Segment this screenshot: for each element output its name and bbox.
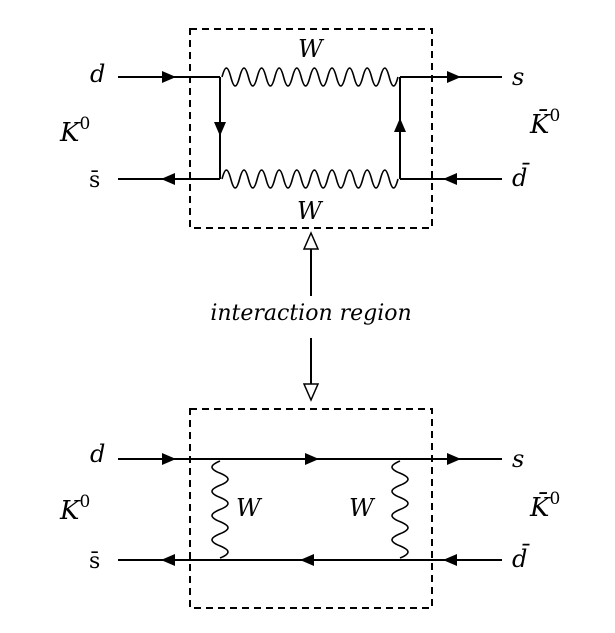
top-box-diagram: d s̄ s d̄ K0 K̄0 W W <box>59 28 560 229</box>
top-s-label: s <box>512 63 524 91</box>
bottom-w-boson-left <box>211 460 229 559</box>
bottom-mid-top-arrow <box>305 453 319 465</box>
bottom-mid-lower-arrow <box>300 554 314 566</box>
bottom-in-meson-label: K0 <box>59 492 90 526</box>
top-d-label: d <box>90 60 105 88</box>
top-right-up-arrow <box>394 118 406 132</box>
caption-arrow-up-head <box>302 231 320 250</box>
bottom-dbar-label: d̄ <box>512 544 530 573</box>
top-interaction-region-box <box>189 28 433 229</box>
top-w-lower-label: W <box>297 197 324 225</box>
bottom-s-label: s <box>512 445 524 473</box>
top-w-boson-upper <box>221 67 399 87</box>
caption-arrow-down-head <box>302 383 320 402</box>
top-s-arrow <box>447 71 461 83</box>
bottom-sbar-arrow <box>161 554 175 566</box>
top-dbar-label: d̄ <box>512 163 530 192</box>
top-d-arrow <box>162 71 176 83</box>
bottom-d-arrow <box>162 453 176 465</box>
bottom-dbar-arrow <box>443 554 457 566</box>
top-w-upper-label: W <box>298 35 325 63</box>
top-w-boson-lower <box>221 169 399 189</box>
bottom-d-label: d <box>90 440 105 468</box>
interaction-region-caption: interaction region <box>210 301 411 326</box>
top-out-meson-label: K̄0 <box>529 106 560 140</box>
top-sbar-arrow <box>161 173 175 185</box>
bottom-w-right-label: W <box>349 494 376 522</box>
bottom-w-boson-right <box>391 460 409 559</box>
bottom-s-arrow <box>447 453 461 465</box>
top-left-down-arrow <box>214 122 226 136</box>
top-dbar-arrow <box>443 173 457 185</box>
interaction-region-annotation: interaction region <box>210 231 412 402</box>
bottom-exchange-diagram: d s̄ s d̄ K0 K̄0 W W <box>59 408 560 609</box>
bottom-out-meson-label: K̄0 <box>529 489 560 523</box>
top-in-meson-label: K0 <box>59 114 90 148</box>
top-sbar-label: s̄ <box>89 168 100 193</box>
bottom-sbar-label: s̄ <box>89 549 100 574</box>
bottom-w-left-label: W <box>236 494 263 522</box>
bottom-interaction-region-box <box>189 408 433 609</box>
